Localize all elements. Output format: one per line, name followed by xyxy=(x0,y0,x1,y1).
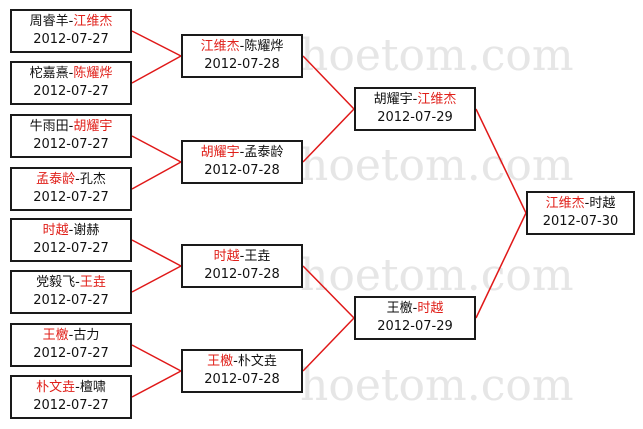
match-players: 牛雨田-胡耀宇 xyxy=(29,119,113,134)
connector-line xyxy=(131,55,182,84)
match-box-r2-1: 江维杰-陈耀烨 2012-07-28 xyxy=(181,34,303,78)
match-players: 胡耀宇-孟泰龄 xyxy=(200,145,284,160)
connector-line xyxy=(302,55,355,110)
connector-line xyxy=(131,265,182,293)
connector-line xyxy=(131,30,182,57)
winner-name: 胡耀宇 xyxy=(200,145,240,160)
match-box-r2-3: 时越-王垚 2012-07-28 xyxy=(181,244,303,288)
match-date: 2012-07-28 xyxy=(204,267,280,282)
match-box-r1-8: 朴文垚-檀啸 2012-07-27 xyxy=(10,375,132,419)
winner-name: 陈耀烨 xyxy=(73,66,113,81)
connector-line xyxy=(475,212,527,319)
player-name: 周睿羊 xyxy=(29,14,69,29)
player-name: 胡耀宇 xyxy=(373,92,413,107)
winner-name: 江维杰 xyxy=(545,196,585,211)
match-date: 2012-07-29 xyxy=(377,319,453,334)
match-box-r2-4: 王檄-朴文垚 2012-07-28 xyxy=(181,349,303,393)
player-name: 谢赫 xyxy=(73,223,100,238)
winner-name: 江维杰 xyxy=(73,14,113,29)
match-date: 2012-07-29 xyxy=(377,110,453,125)
match-players: 王檄-时越 xyxy=(386,301,444,316)
player-name: 党毅飞 xyxy=(36,275,76,290)
winner-name: 江维杰 xyxy=(200,39,240,54)
match-box-r3-1: 胡耀宇-江维杰 2012-07-29 xyxy=(354,87,476,131)
connector-line xyxy=(131,239,182,267)
match-date: 2012-07-27 xyxy=(33,398,109,413)
player-name: 朴文垚 xyxy=(237,354,277,369)
match-box-r1-2: 柁嘉熹-陈耀烨 2012-07-27 xyxy=(10,61,132,105)
match-players: 王檄-朴文垚 xyxy=(207,354,277,369)
match-box-r2-2: 胡耀宇-孟泰龄 2012-07-28 xyxy=(181,140,303,184)
connector-line xyxy=(302,317,355,372)
match-players: 王檄-古力 xyxy=(42,328,100,343)
match-date: 2012-07-28 xyxy=(204,372,280,387)
match-box-r1-6: 党毅飞-王垚 2012-07-27 xyxy=(10,270,132,314)
match-date: 2012-07-27 xyxy=(33,84,109,99)
winner-name: 时越 xyxy=(417,301,444,316)
match-box-r1-5: 时越-谢赫 2012-07-27 xyxy=(10,218,132,262)
connector-line xyxy=(131,161,182,190)
match-date: 2012-07-27 xyxy=(33,32,109,47)
match-players: 时越-谢赫 xyxy=(42,223,100,238)
connector-line xyxy=(302,108,355,163)
player-name: 王檄 xyxy=(386,301,413,316)
match-box-r3-2: 王檄-时越 2012-07-29 xyxy=(354,296,476,340)
winner-name: 时越 xyxy=(213,249,240,264)
match-players: 江维杰-时越 xyxy=(545,196,616,211)
connector-line xyxy=(475,108,527,214)
player-name: 孟泰龄 xyxy=(244,145,284,160)
match-players: 柁嘉熹-陈耀烨 xyxy=(29,66,113,81)
player-name: 陈耀烨 xyxy=(244,39,284,54)
winner-name: 孟泰龄 xyxy=(36,172,76,187)
player-name: 时越 xyxy=(589,196,616,211)
match-players: 党毅飞-王垚 xyxy=(36,275,106,290)
winner-name: 王檄 xyxy=(42,328,69,343)
player-name: 古力 xyxy=(73,328,100,343)
match-date: 2012-07-30 xyxy=(542,214,619,229)
match-date: 2012-07-28 xyxy=(204,163,280,178)
winner-name: 朴文垚 xyxy=(36,380,76,395)
match-players: 周睿羊-江维杰 xyxy=(29,14,113,29)
match-date: 2012-07-28 xyxy=(204,57,280,72)
player-name: 王垚 xyxy=(244,249,271,264)
player-name: 孔杰 xyxy=(79,172,106,187)
match-players: 胡耀宇-江维杰 xyxy=(373,92,457,107)
match-date: 2012-07-27 xyxy=(33,137,109,152)
match-date: 2012-07-27 xyxy=(33,293,109,308)
match-box-r1-3: 牛雨田-胡耀宇 2012-07-27 xyxy=(10,114,132,158)
player-name: 柁嘉熹 xyxy=(29,66,69,81)
match-players: 朴文垚-檀啸 xyxy=(36,380,106,395)
match-date: 2012-07-27 xyxy=(33,346,109,361)
match-box-final: 江维杰-时越 2012-07-30 xyxy=(526,191,635,235)
match-box-r1-7: 王檄-古力 2012-07-27 xyxy=(10,323,132,367)
match-players: 孟泰龄-孔杰 xyxy=(36,172,106,187)
connector-line xyxy=(131,370,182,398)
winner-name: 胡耀宇 xyxy=(73,119,113,134)
match-date: 2012-07-27 xyxy=(33,190,109,205)
winner-name: 王檄 xyxy=(207,354,234,369)
winner-name: 时越 xyxy=(42,223,69,238)
connector-line xyxy=(302,265,355,319)
player-name: 檀啸 xyxy=(79,380,106,395)
winner-name: 江维杰 xyxy=(417,92,457,107)
match-box-r1-4: 孟泰龄-孔杰 2012-07-27 xyxy=(10,167,132,211)
connector-line xyxy=(131,344,182,372)
match-players: 江维杰-陈耀烨 xyxy=(200,39,284,54)
connector-line xyxy=(131,135,182,163)
match-box-r1-1: 周睿羊-江维杰 2012-07-27 xyxy=(10,9,132,53)
winner-name: 王垚 xyxy=(79,275,106,290)
match-date: 2012-07-27 xyxy=(33,241,109,256)
player-name: 牛雨田 xyxy=(29,119,69,134)
match-players: 时越-王垚 xyxy=(213,249,271,264)
